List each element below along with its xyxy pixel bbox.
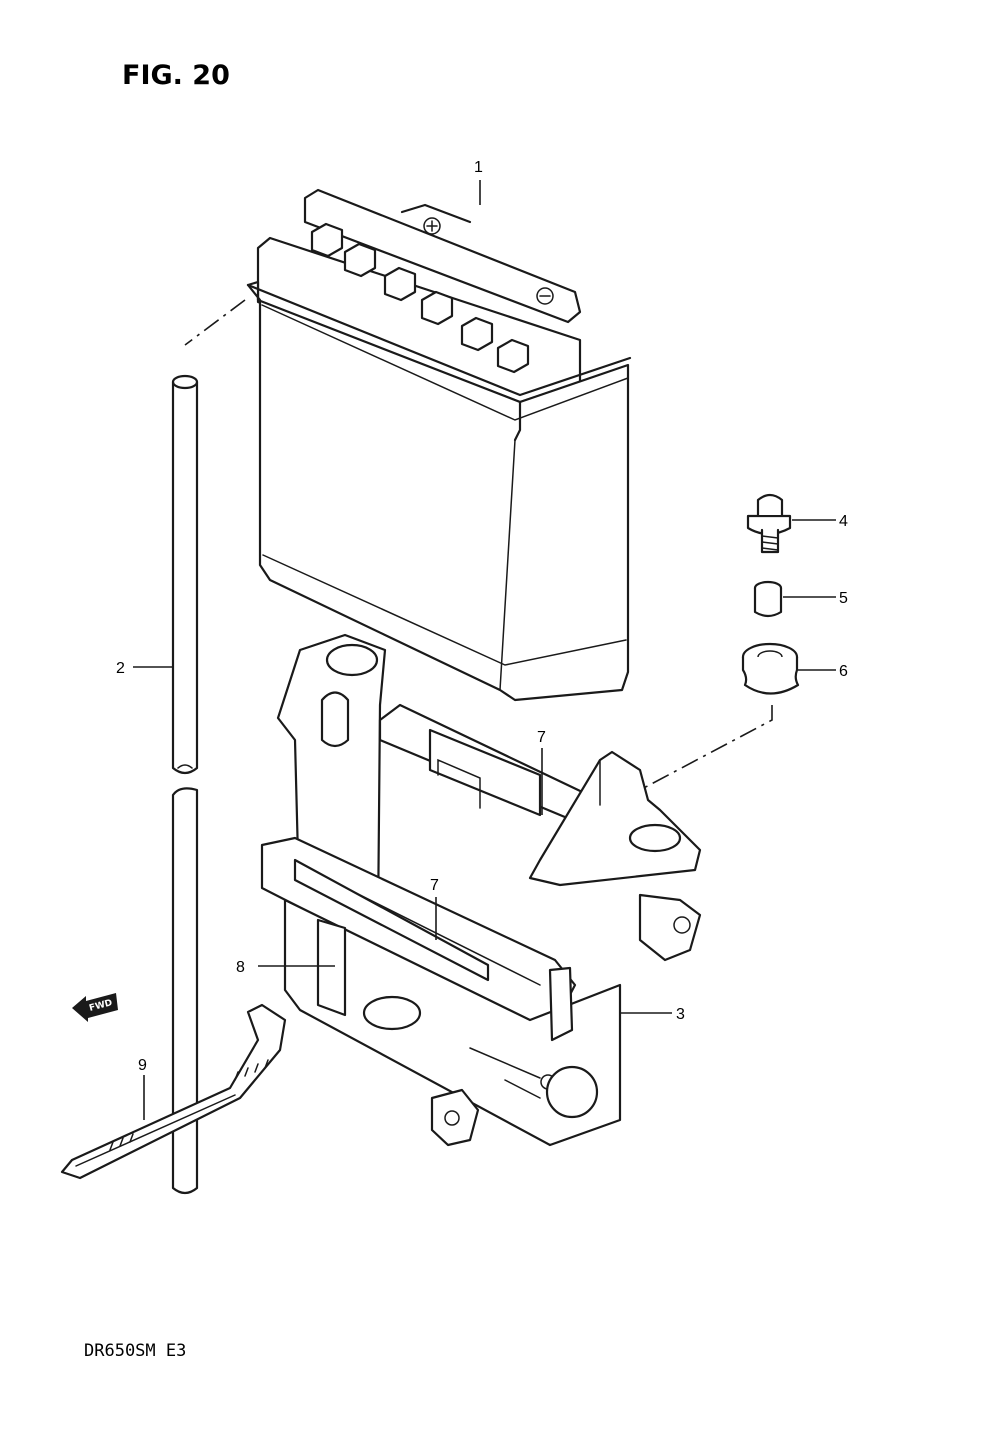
model-code: DR650SM E3 bbox=[84, 1341, 186, 1361]
callout-6: 6 bbox=[839, 663, 848, 680]
assembly-line bbox=[639, 705, 773, 791]
callout-5: 5 bbox=[839, 590, 848, 607]
collar[interactable] bbox=[753, 580, 783, 618]
forward-direction-arrow: FWD bbox=[72, 993, 118, 1022]
callout-2: 2 bbox=[116, 660, 125, 677]
battery-band[interactable] bbox=[60, 1003, 287, 1180]
callout-7-lower: 7 bbox=[430, 877, 439, 894]
callout-4: 4 bbox=[839, 513, 848, 530]
figure-title: FIG. 20 bbox=[122, 60, 230, 91]
callout-3: 3 bbox=[676, 1006, 685, 1023]
callout-8: 8 bbox=[236, 959, 245, 976]
breather-hose[interactable] bbox=[171, 299, 246, 1195]
callout-9: 9 bbox=[138, 1057, 147, 1074]
callout-1: 1 bbox=[474, 159, 483, 176]
battery-cell-caps bbox=[310, 222, 530, 374]
battery-holder[interactable] bbox=[260, 633, 702, 1147]
battery[interactable] bbox=[246, 188, 632, 702]
cushion[interactable] bbox=[741, 642, 800, 695]
callout-7-upper: 7 bbox=[537, 729, 546, 746]
bolt[interactable] bbox=[746, 493, 792, 554]
